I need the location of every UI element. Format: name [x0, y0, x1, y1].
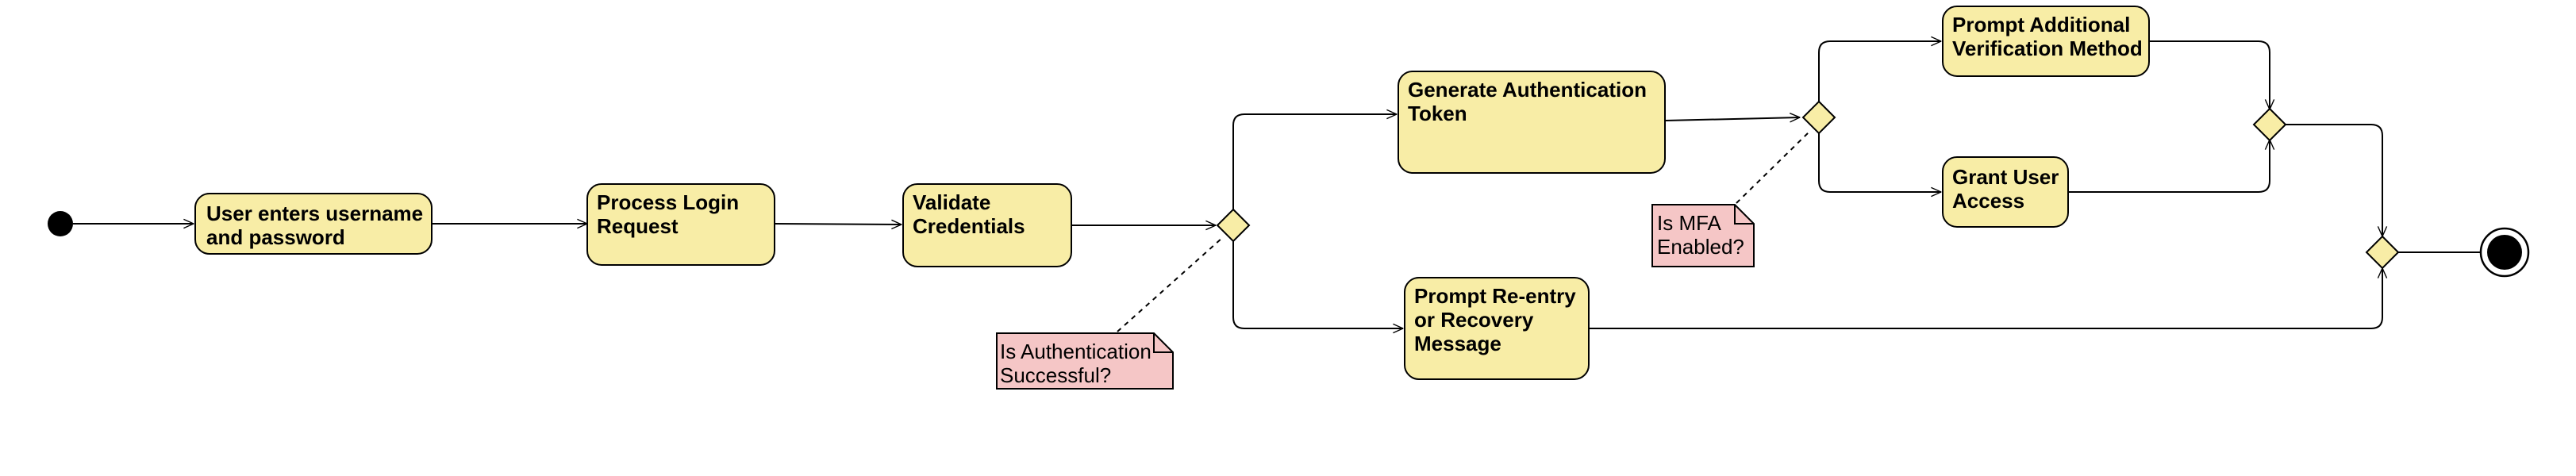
action-validate-credentials-label: Validate Credentials	[913, 190, 1025, 238]
action-grant-access: Grant User Access	[1942, 156, 2069, 228]
mfa-note-anchor	[1736, 129, 1812, 204]
action-generate-token-label: Generate Authentication Token	[1408, 78, 1652, 125]
note-mfa-enabled-label: Is MFA Enabled?	[1657, 211, 1744, 259]
flow-mfa-to-grant	[1818, 133, 1941, 192]
action-process-login: Process Login Request	[586, 183, 775, 266]
note-auth-successful: Is Authentication Successful?	[996, 332, 1174, 390]
decision-auth-successful	[1216, 208, 1251, 243]
action-generate-token: Generate Authentication Token	[1398, 71, 1666, 174]
flow-token-to-mfa	[1664, 117, 1800, 121]
note-mfa-enabled: Is MFA Enabled?	[1651, 204, 1755, 267]
note-auth-successful-label: Is Authentication Successful?	[1000, 340, 1157, 387]
flows	[73, 41, 2490, 328]
action-additional-verification-label: Prompt Additional Verification Method	[1952, 13, 2143, 60]
action-prompt-reentry-label: Prompt Re-entry or Recovery Message	[1414, 284, 1582, 355]
decision-mfa-enabled	[1801, 100, 1836, 135]
merge-mfa-paths	[2252, 107, 2287, 142]
flow-decision-to-reentry	[1232, 241, 1403, 328]
flow-grant-to-merge	[2068, 140, 2270, 193]
action-process-login-label: Process Login Request	[597, 190, 744, 238]
final-node	[2479, 227, 2530, 278]
action-prompt-reentry: Prompt Re-entry or Recovery Message	[1404, 277, 1590, 380]
action-additional-verification: Prompt Additional Verification Method	[1942, 6, 2150, 77]
flow-process-to-validate	[774, 224, 902, 225]
action-validate-credentials: Validate Credentials	[902, 183, 1072, 267]
initial-node	[48, 211, 73, 236]
merge-final	[2365, 235, 2400, 270]
flow-merge-to-final-merge	[2286, 124, 2382, 236]
action-grant-access-label: Grant User Access	[1952, 165, 2065, 213]
flow-reentry-to-final-merge	[1589, 268, 2382, 329]
auth-note-anchor	[1117, 237, 1223, 332]
flow-verification-to-merge	[2149, 40, 2270, 109]
flow-mfa-to-verification	[1818, 41, 1941, 102]
action-enter-credentials: User enters username and password	[194, 193, 433, 255]
flow-decision-to-token	[1232, 114, 1397, 209]
action-enter-credentials-label: User enters username and password	[206, 202, 429, 249]
